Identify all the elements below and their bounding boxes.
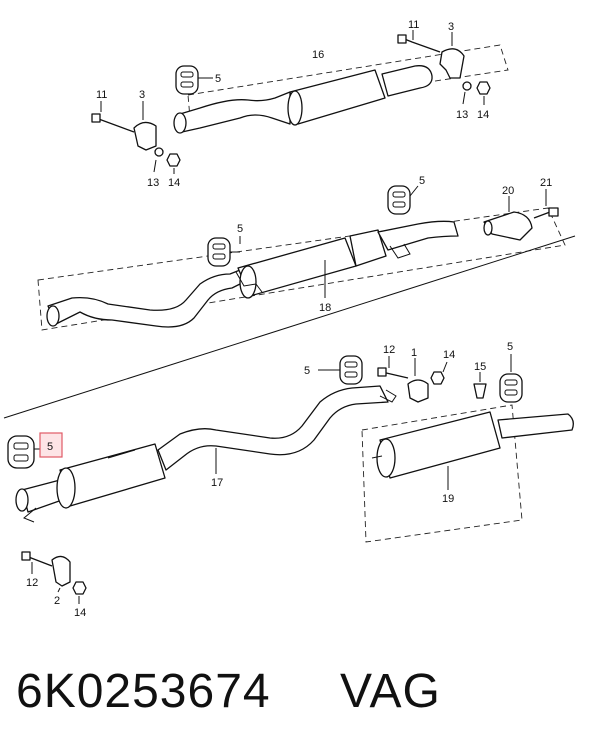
section-divider-line [3,235,576,419]
rubber-mount-5-middle-right [387,185,411,215]
callout-5-middle-left: 5 [237,223,243,235]
rubber-mount-5-bottom-right [499,373,523,403]
callout-1: 1 [411,347,417,359]
callout-19: 19 [442,493,454,505]
rear-silencer-19 [371,411,574,479]
callout-13-top-right: 13 [456,109,468,121]
callout-12-bottom: 12 [383,344,395,356]
clamp-3-top-left [133,121,181,167]
bolt-11-top-left [91,113,135,133]
callout-12-bottom-left: 12 [26,577,38,589]
rubber-mount-5-bottom-highlighted [7,432,63,469]
callout-5-bottom-right: 5 [507,341,513,353]
callout-17: 17 [211,477,223,489]
brand-name: VAG [340,665,441,718]
callout-14-top-left: 14 [168,177,180,189]
rubber-mount-5-bottom-center [339,355,363,385]
screw-21 [533,207,559,219]
callout-14-bottom-center: 14 [443,349,455,361]
callout-20: 20 [502,185,514,197]
clamp-3-top-right [439,48,491,95]
bolt-11-top-right [397,34,441,53]
clamp-1 [377,367,445,403]
callout-5-highlighted: 5 [47,441,53,453]
callout-18: 18 [319,302,331,314]
part-number: 6K0253674 [16,665,271,718]
callout-14-top-right: 14 [477,109,489,121]
callout-16: 16 [312,49,324,61]
highlight-box [39,432,63,458]
top-assembly-frame [187,44,509,119]
exhaust-system-diagram: 11 3 16 5 11 3 13 14 13 14 5 20 21 5 18 … [3,19,576,619]
callout-11-top-left: 11 [96,89,107,101]
callout-5-bottom-center: 5 [304,365,310,377]
front-pipe-17 [15,385,397,523]
rubber-mount-5-top [175,65,199,95]
clamp-2 [21,551,87,595]
callout-2: 2 [54,595,60,607]
silencer-16 [173,65,433,134]
callout-3-top-right: 3 [448,21,454,33]
callout-14-bottom-left: 14 [74,607,86,619]
callout-5-middle-right: 5 [419,175,425,187]
pipe-assembly-18 [46,220,459,328]
callout-5-top: 5 [215,73,221,85]
muffler-19-frame [361,404,523,543]
callout-3-top-left: 3 [139,89,145,101]
callout-11-top-right: 11 [408,19,419,31]
callout-15: 15 [474,361,486,373]
callout-21: 21 [540,177,552,189]
rubber-mount-5-middle-left [207,237,231,267]
tail-pipe-20 [483,211,533,241]
caption-bar: 6K0253674 VAG [10,664,590,728]
stud-15 [473,383,487,399]
callout-13-top-left: 13 [147,177,159,189]
